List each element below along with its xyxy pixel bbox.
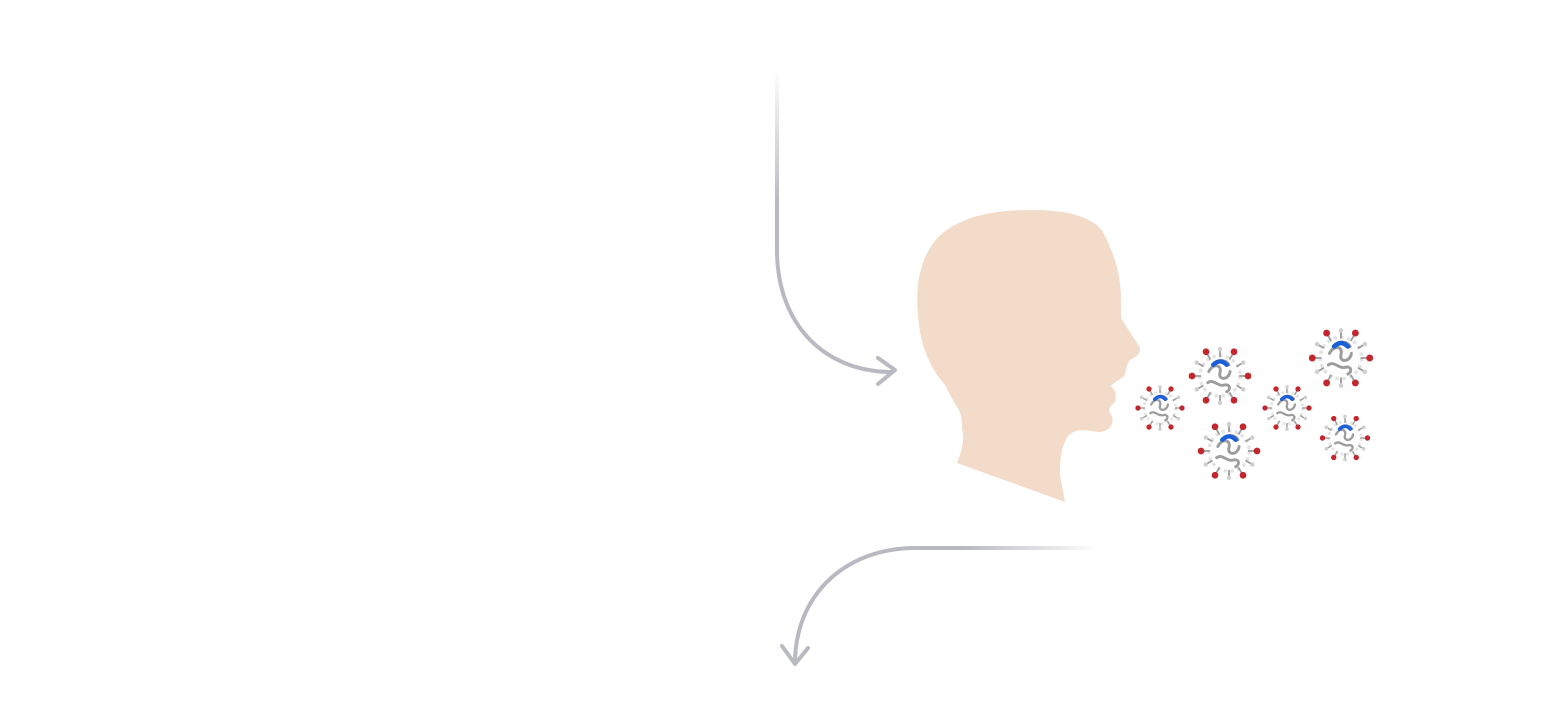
coronavirus-particle-icon	[1198, 422, 1261, 480]
coronavirus-particle-icon	[1189, 347, 1252, 405]
coronavirus-particle-icon	[1309, 328, 1373, 388]
human-head-profile-icon	[917, 210, 1140, 502]
virus-particle-group	[1133, 328, 1373, 480]
arrow-curved-left-down-icon	[780, 546, 1102, 666]
coronavirus-particle-icon	[1260, 383, 1314, 433]
coronavirus-particle-icon	[1133, 383, 1187, 433]
coronavirus-particle-icon	[1318, 412, 1372, 464]
arrow-curved-down-right-icon	[775, 66, 897, 386]
